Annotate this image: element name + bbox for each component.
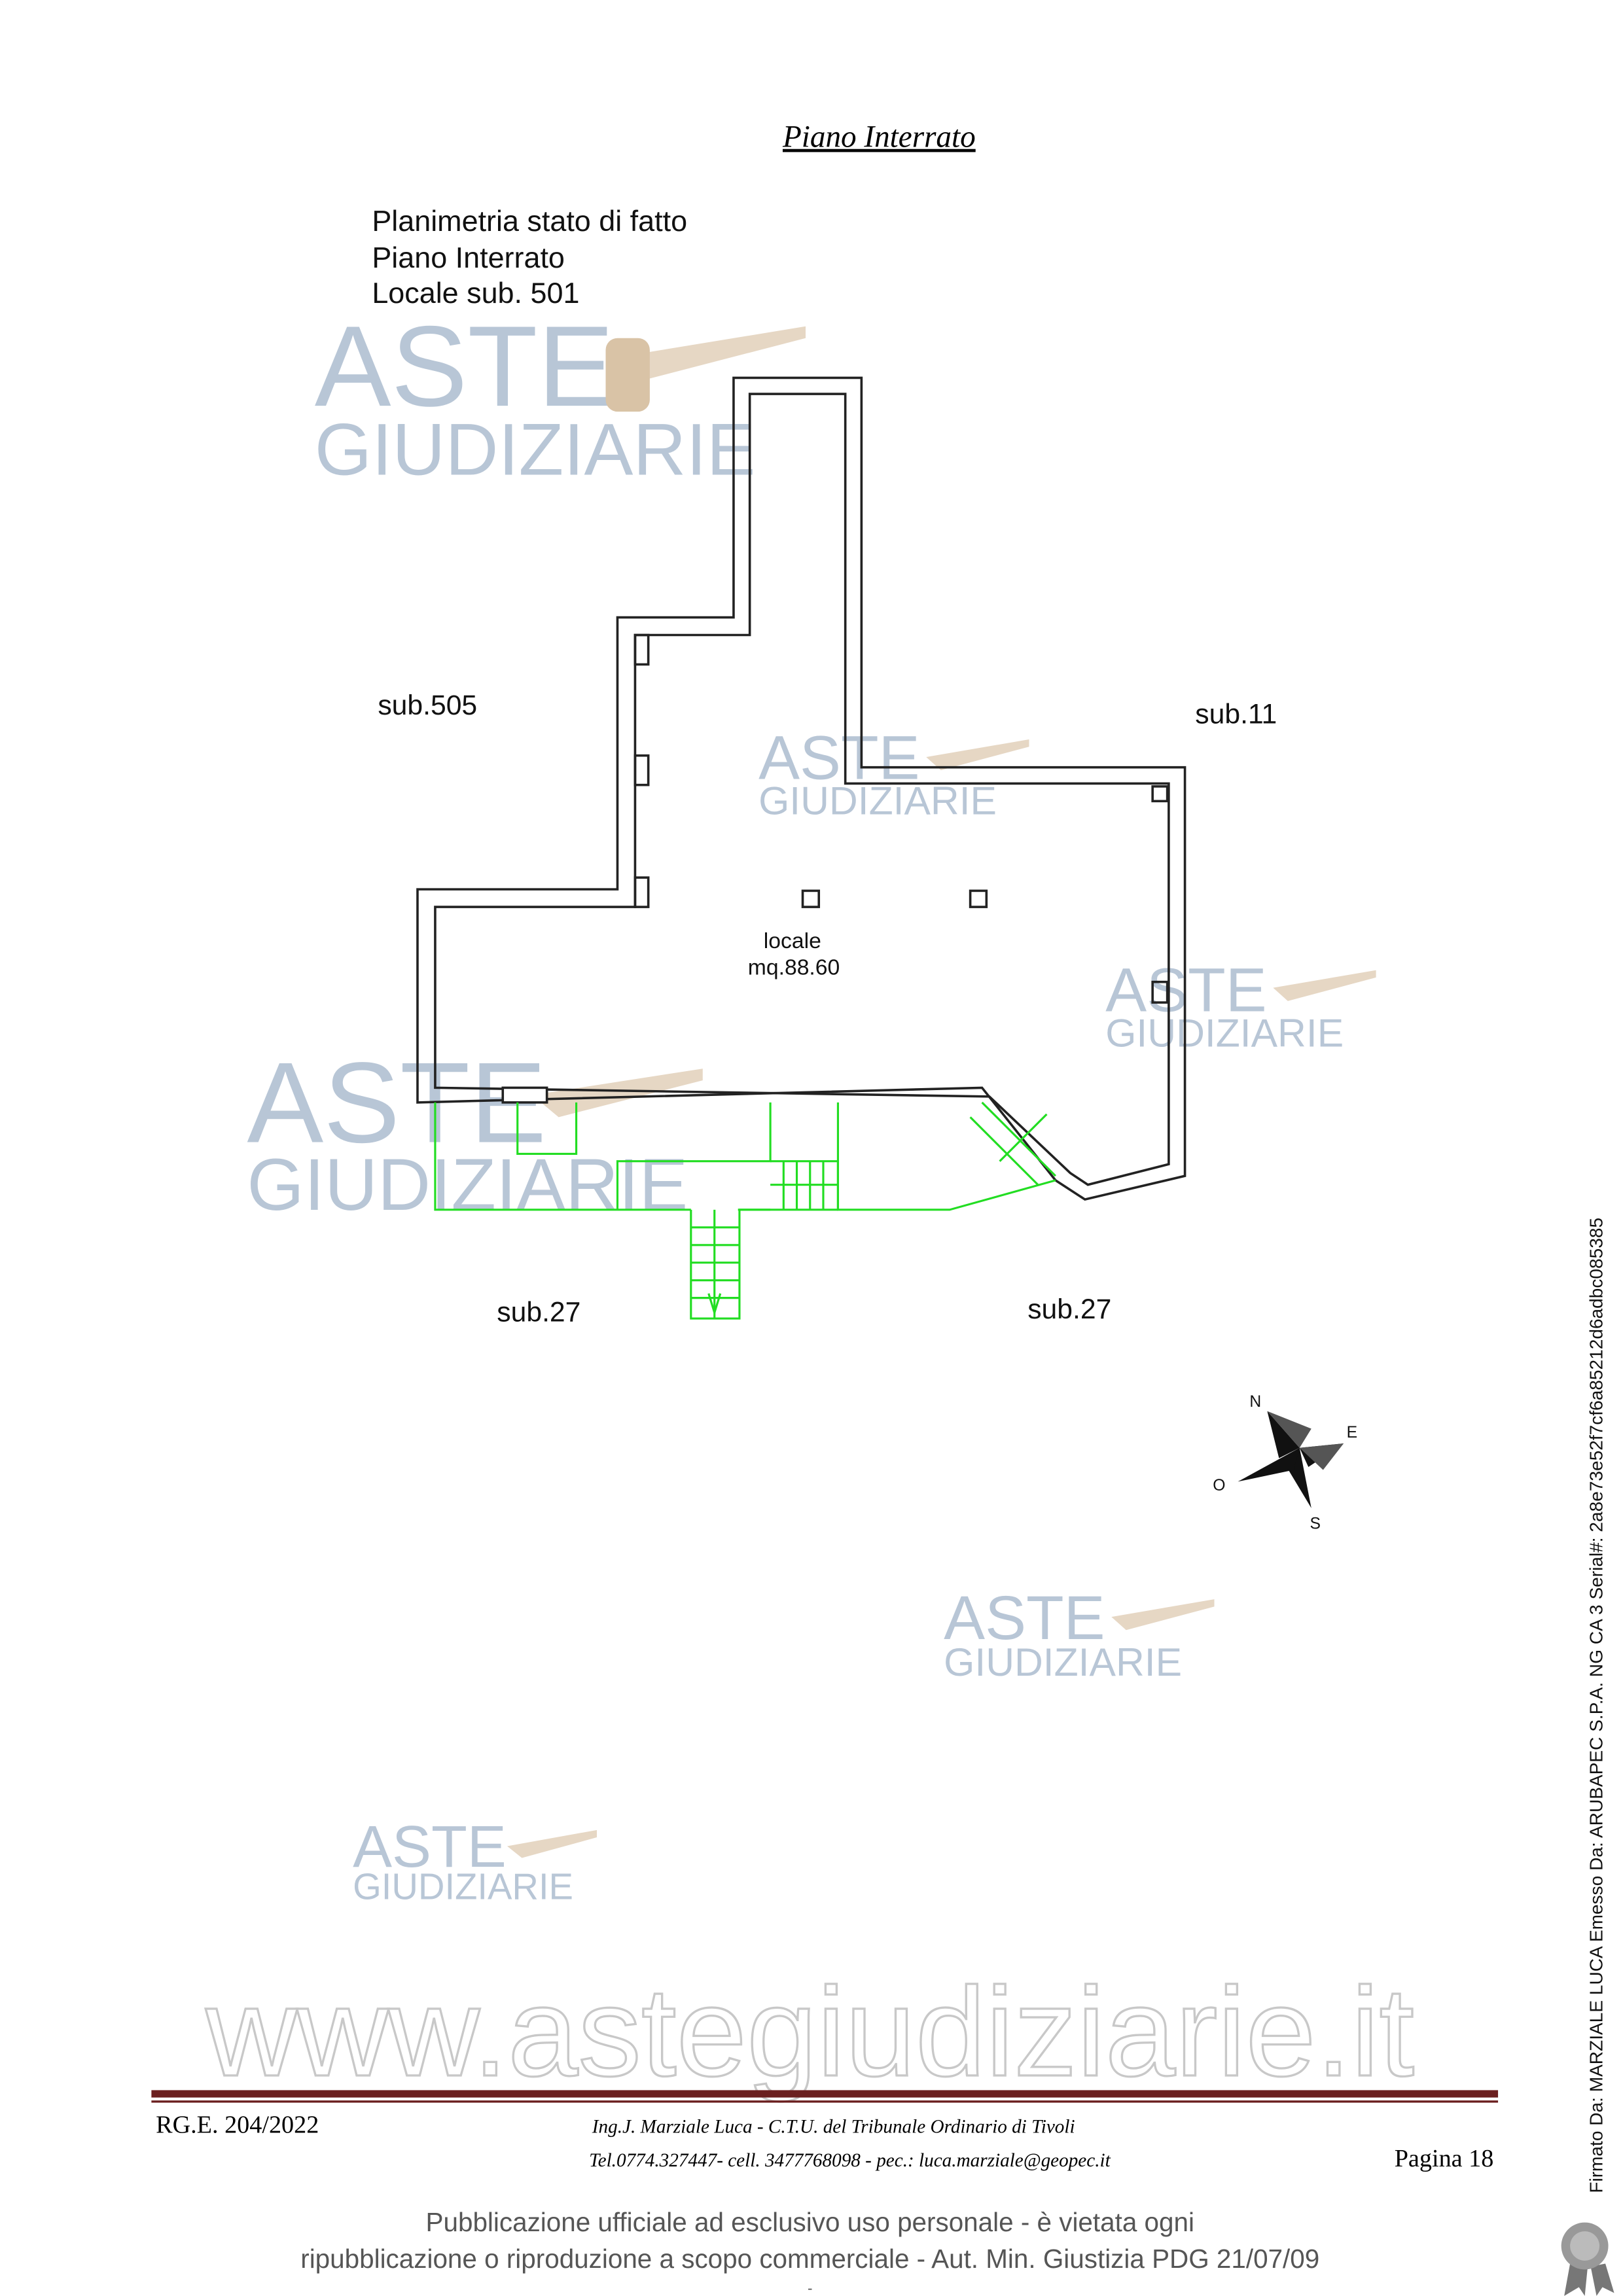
room-area: mq.88.60: [748, 955, 840, 980]
watermark-aste-5: ASTE GIUDIZIARIE: [944, 1583, 1215, 1684]
page-title: Piano Interrato: [782, 120, 976, 154]
watermark-url: www.astegiudiziarie.it: [205, 1961, 1414, 2102]
svg-text:E: E: [1347, 1424, 1357, 1441]
svg-text:ASTE: ASTE: [1105, 956, 1266, 1025]
svg-text:N: N: [1249, 1393, 1261, 1411]
svg-text:GIUDIZIARIE: GIUDIZIARIE: [315, 408, 756, 491]
case-number: RG.E. 204/2022: [156, 2111, 319, 2139]
watermark-aste-4: ASTE GIUDIZIARIE: [247, 1039, 703, 1226]
neighbor-label-bottom-left: sub.27: [497, 1297, 580, 1328]
svg-text:GIUDIZIARIE: GIUDIZIARIE: [1105, 1011, 1344, 1055]
svg-text:ASTE: ASTE: [315, 302, 615, 431]
svg-text:Planimetria stato di fatto: Planimetria stato di fatto: [372, 204, 687, 238]
digital-signature: Firmato Da: MARZIALE LUCA Emesso Da: ARU…: [1586, 1218, 1607, 2193]
inner-wall: [434, 393, 1170, 1186]
svg-text:GIUDIZIARIE: GIUDIZIARIE: [944, 1640, 1182, 1684]
room-name: locale: [764, 929, 821, 953]
svg-text:Locale sub. 501: Locale sub. 501: [372, 276, 579, 309]
pillar: [969, 889, 988, 908]
svg-text:ASTE: ASTE: [758, 724, 919, 792]
svg-text:Piano Interrato: Piano Interrato: [372, 241, 565, 274]
svg-text:ASTE: ASTE: [353, 1814, 507, 1880]
footer-rule: [151, 2090, 1499, 2098]
disclaimer-line-1: Pubblicazione ufficiale ad esclusivo uso…: [426, 2207, 1194, 2237]
watermark-aste-3: ASTE GIUDIZIARIE: [1105, 956, 1376, 1055]
pillar: [801, 889, 821, 908]
footer-dash: -: [808, 2280, 812, 2296]
neighbor-label-left: sub.505: [378, 690, 477, 721]
svg-text:GIUDIZIARIE: GIUDIZIARIE: [353, 1865, 573, 1907]
floor-plan: [416, 376, 1186, 1201]
author-line: Ing.J. Marziale Luca - C.T.U. del Tribun…: [592, 2117, 1075, 2138]
plan-heading: Planimetria stato di fatto Piano Interra…: [372, 204, 687, 309]
svg-text:O: O: [1213, 1477, 1225, 1494]
watermark-aste-6: ASTE GIUDIZIARIE: [353, 1814, 597, 1907]
svg-text:GIUDIZIARIE: GIUDIZIARIE: [758, 779, 997, 823]
neighbor-label-right: sub.11: [1195, 698, 1277, 730]
watermark-aste-1: ASTE GIUDIZIARIE: [315, 302, 806, 491]
page-number: Pagina 18: [1395, 2145, 1494, 2172]
external-stair-plan: [434, 1101, 1057, 1320]
signature-seal-icon: [1561, 2222, 1614, 2296]
svg-text:GIUDIZIARIE: GIUDIZIARIE: [247, 1143, 688, 1226]
compass-rose-icon: N E O S: [1213, 1393, 1357, 1532]
disclaimer-line-2: ripubblicazione o riproduzione a scopo c…: [300, 2244, 1319, 2274]
svg-text:ASTE: ASTE: [247, 1039, 546, 1167]
watermark-aste-2: ASTE GIUDIZIARIE: [758, 724, 1029, 823]
neighbor-label-bottom-right: sub.27: [1027, 1294, 1111, 1325]
outer-wall: [416, 376, 1186, 1201]
svg-text:S: S: [1310, 1515, 1321, 1532]
svg-text:ASTE: ASTE: [944, 1583, 1105, 1652]
contact-line: Tel.0774.327447- cell. 3477768098 - pec.…: [589, 2150, 1111, 2171]
